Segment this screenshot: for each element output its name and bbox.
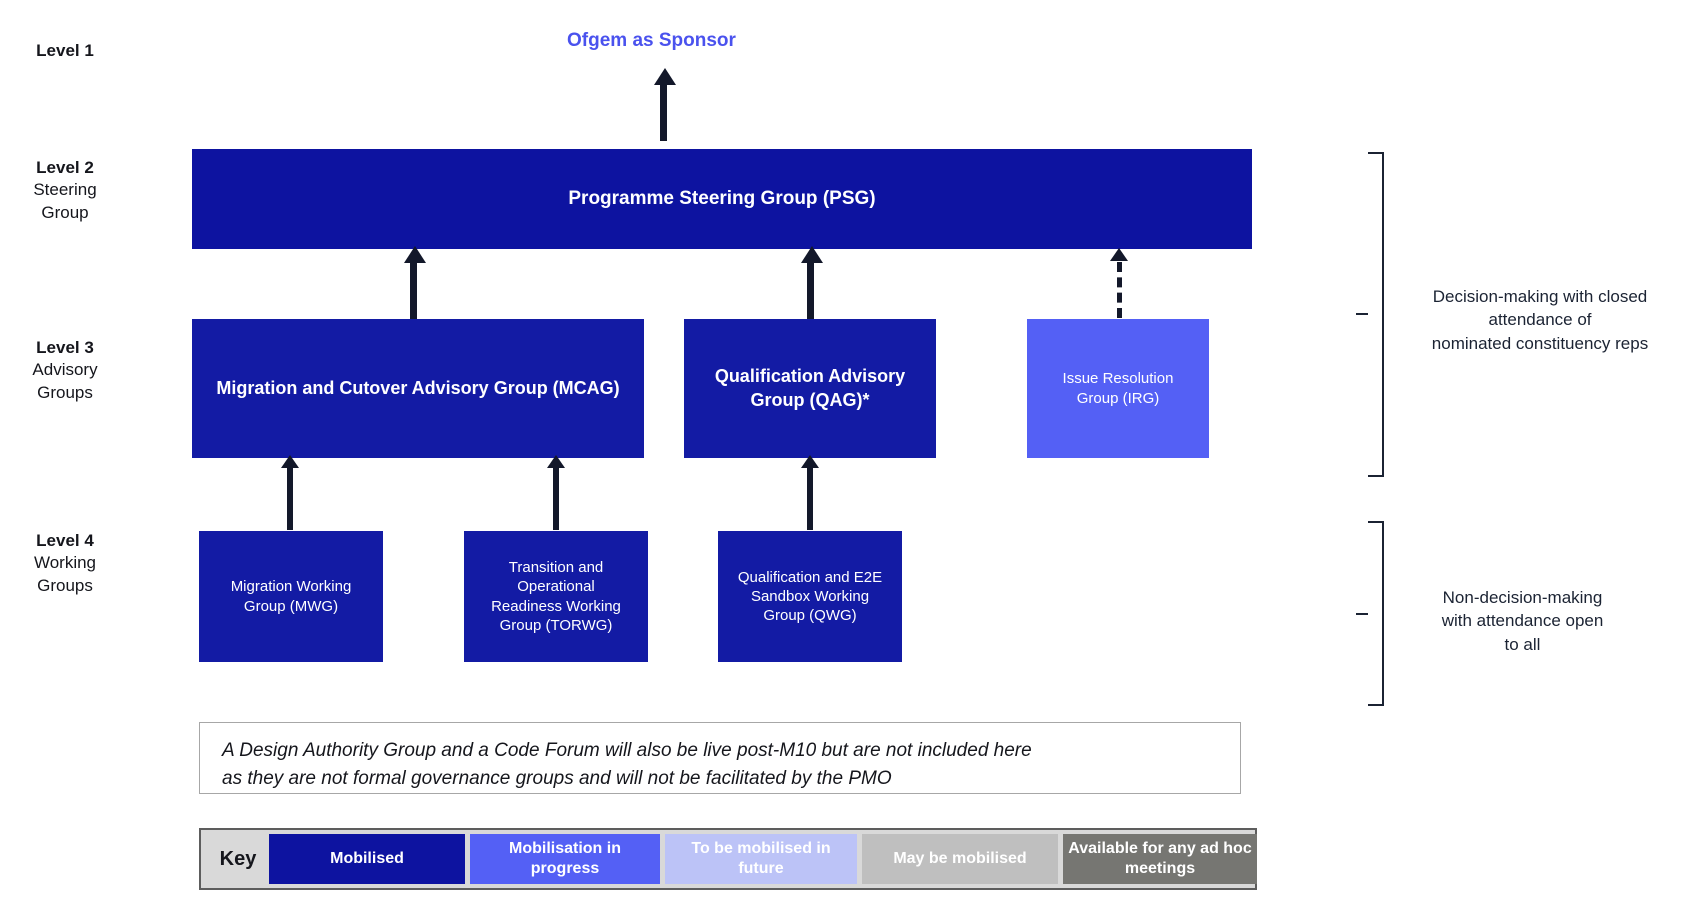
bracket-decision-making-tick	[1356, 313, 1368, 315]
node-psg-label: Programme Steering Group (PSG)	[568, 187, 876, 209]
key-item-to-be-mobilised-in-future-label: To be mobilised in future	[691, 840, 831, 877]
node-psg[interactable]: Programme Steering Group (PSG)	[192, 149, 1252, 249]
node-mcag[interactable]: Migration and Cutover Advisory Group (MC…	[192, 319, 644, 458]
key-item-mobilised-label: Mobilised	[330, 850, 404, 868]
node-mwg-label: Migration Working Group (MWG)	[230, 578, 352, 615]
level-3-label: Level 3 Advisory Groups	[10, 337, 120, 404]
bracket-non-decision-making-tick	[1356, 613, 1368, 615]
bracket-decision-making-text: Decision-making with closed attendance o…	[1415, 285, 1665, 355]
bracket-decision-text-line1: Decision-making with closed	[1432, 287, 1648, 306]
arrow-torwg-to-mcag-head	[547, 455, 565, 468]
arrow-qag-to-psg-shaft	[807, 261, 814, 319]
arrow-psg-to-sponsor-shaft	[660, 83, 667, 141]
node-qag-label: Qualification Advisory Group (QAG)*	[714, 366, 906, 410]
arrow-irg-to-psg-head	[1110, 248, 1128, 261]
node-qwg-label: Qualification and E2E Sandbox Working Gr…	[737, 568, 883, 625]
level-2-subtitle-line1: Steering	[33, 180, 97, 200]
bracket-decision-making	[1368, 152, 1384, 477]
level-3-title: Level 3	[36, 338, 94, 357]
arrow-qag-to-psg-head	[801, 246, 823, 263]
level-4-subtitle-line2: Groups	[37, 575, 93, 595]
bracket-non-decision-making-text: Non-decision-making with attendance open…	[1415, 586, 1630, 656]
level-4-subtitle-line1: Working	[33, 553, 97, 573]
bracket-non-decision-text-line2: with attendance open	[1441, 611, 1604, 631]
key-item-mobilisation-in-progress[interactable]: Mobilisation in progress	[470, 834, 660, 884]
key-caption: Key	[219, 847, 257, 870]
key-item-may-be-mobilised-label: May be mobilised	[893, 850, 1027, 868]
node-mwg[interactable]: Migration Working Group (MWG)	[199, 531, 383, 662]
node-mcag-label: Migration and Cutover Advisory Group (MC…	[216, 377, 620, 398]
level-4-label: Level 4 Working Groups	[10, 530, 120, 597]
key-item-available-for-ad-hoc[interactable]: Available for any ad hoc meetings	[1063, 834, 1257, 884]
bracket-decision-text-line3: nominated constituency reps	[1431, 333, 1649, 353]
bracket-non-decision-text-line3: to all	[1504, 634, 1541, 654]
arrow-mwg-to-mcag-shaft	[287, 468, 293, 530]
bracket-non-decision-making	[1368, 521, 1384, 706]
arrow-mcag-to-psg-head	[404, 246, 426, 263]
footnote-line1: A Design Authority Group and a Code Foru…	[222, 740, 1032, 761]
level-2-title: Level 2	[36, 158, 94, 177]
arrow-qwg-to-qag-head	[801, 455, 819, 468]
node-irg-label: Issue Resolution Group (IRG)	[1062, 370, 1174, 407]
arrow-qwg-to-qag-shaft	[807, 468, 813, 530]
level-2-subtitle-line2: Group	[41, 202, 89, 222]
node-qwg[interactable]: Qualification and E2E Sandbox Working Gr…	[718, 531, 902, 662]
key-item-mobilised[interactable]: Mobilised	[269, 834, 465, 884]
level-1-title: Level 1	[36, 41, 94, 60]
bracket-decision-text-line2: attendance of	[1488, 310, 1592, 330]
level-4-title: Level 4	[36, 531, 94, 550]
level-1-label: Level 1	[10, 40, 120, 62]
arrow-psg-to-sponsor-head	[654, 68, 676, 85]
key-item-mobilisation-in-progress-label: Mobilisation in progress	[509, 840, 621, 877]
key-legend: Key Mobilised Mobilisation in progress T…	[199, 828, 1257, 890]
level-2-label: Level 2 Steering Group	[10, 157, 120, 224]
key-item-may-be-mobilised[interactable]: May be mobilised	[862, 834, 1058, 884]
arrow-irg-to-psg-dashed-shaft	[1117, 262, 1122, 318]
node-qag[interactable]: Qualification Advisory Group (QAG)*	[684, 319, 936, 458]
footnote-box: A Design Authority Group and a Code Foru…	[199, 722, 1241, 794]
level-3-subtitle-line2: Groups	[37, 382, 93, 402]
footnote-line2: as they are not formal governance groups…	[222, 767, 892, 789]
node-torwg[interactable]: Transition and Operational Readiness Wor…	[464, 531, 648, 662]
arrow-mcag-to-psg-shaft	[410, 261, 417, 319]
arrow-mwg-to-mcag-head	[281, 455, 299, 468]
node-torwg-label: Transition and Operational Readiness Wor…	[491, 559, 621, 634]
sponsor-label: Ofgem as Sponsor	[567, 30, 736, 51]
level-3-subtitle-line1: Advisory	[32, 360, 98, 380]
bracket-non-decision-text-line1: Non-decision-making	[1442, 588, 1603, 607]
key-item-to-be-mobilised-in-future[interactable]: To be mobilised in future	[665, 834, 857, 884]
arrow-torwg-to-mcag-shaft	[553, 468, 559, 530]
node-irg[interactable]: Issue Resolution Group (IRG)	[1027, 319, 1209, 458]
key-item-available-for-ad-hoc-label: Available for any ad hoc meetings	[1068, 840, 1252, 877]
